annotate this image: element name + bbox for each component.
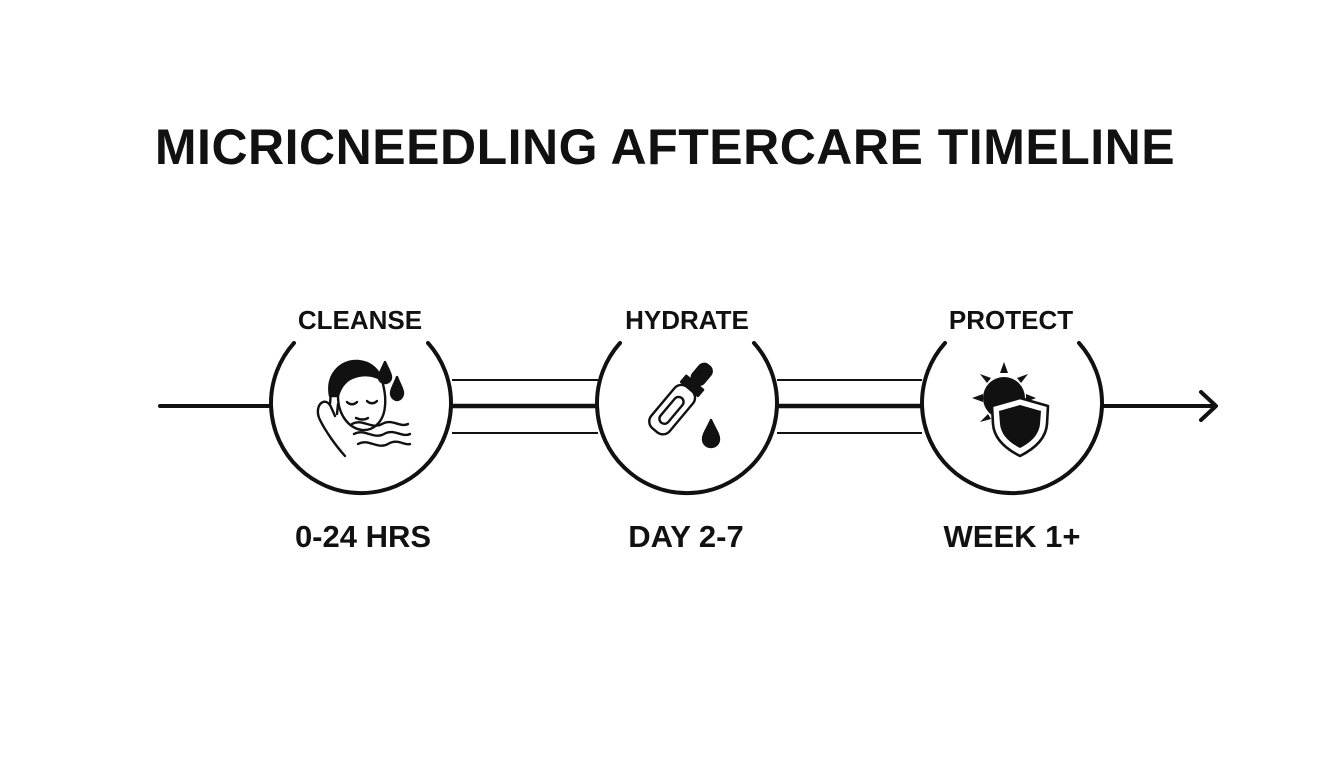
step-label-protect: PROTECT <box>948 305 1074 335</box>
serum-dropper-icon <box>648 362 721 449</box>
step-circle-cleanse <box>269 341 453 496</box>
time-label-protect: WEEK 1+ <box>943 519 1081 554</box>
connector-1 <box>452 379 598 434</box>
time-label-hydrate: DAY 2-7 <box>628 519 744 554</box>
page-title: MICRICNEEDLING AFTERCARE TIMELINE <box>154 119 1176 175</box>
step-circle-hydrate <box>595 341 779 496</box>
sun-shield-icon <box>972 362 1050 458</box>
face-wash-icon <box>316 359 412 458</box>
step-circle-protect <box>920 341 1104 496</box>
connector-2 <box>777 379 922 434</box>
step-label-cleanse: CLEANSE <box>297 305 423 335</box>
step-label-hydrate: HYDRATE <box>625 305 749 335</box>
time-label-cleanse: 0-24 HRS <box>294 519 432 554</box>
timeline-arrow <box>158 390 1218 422</box>
